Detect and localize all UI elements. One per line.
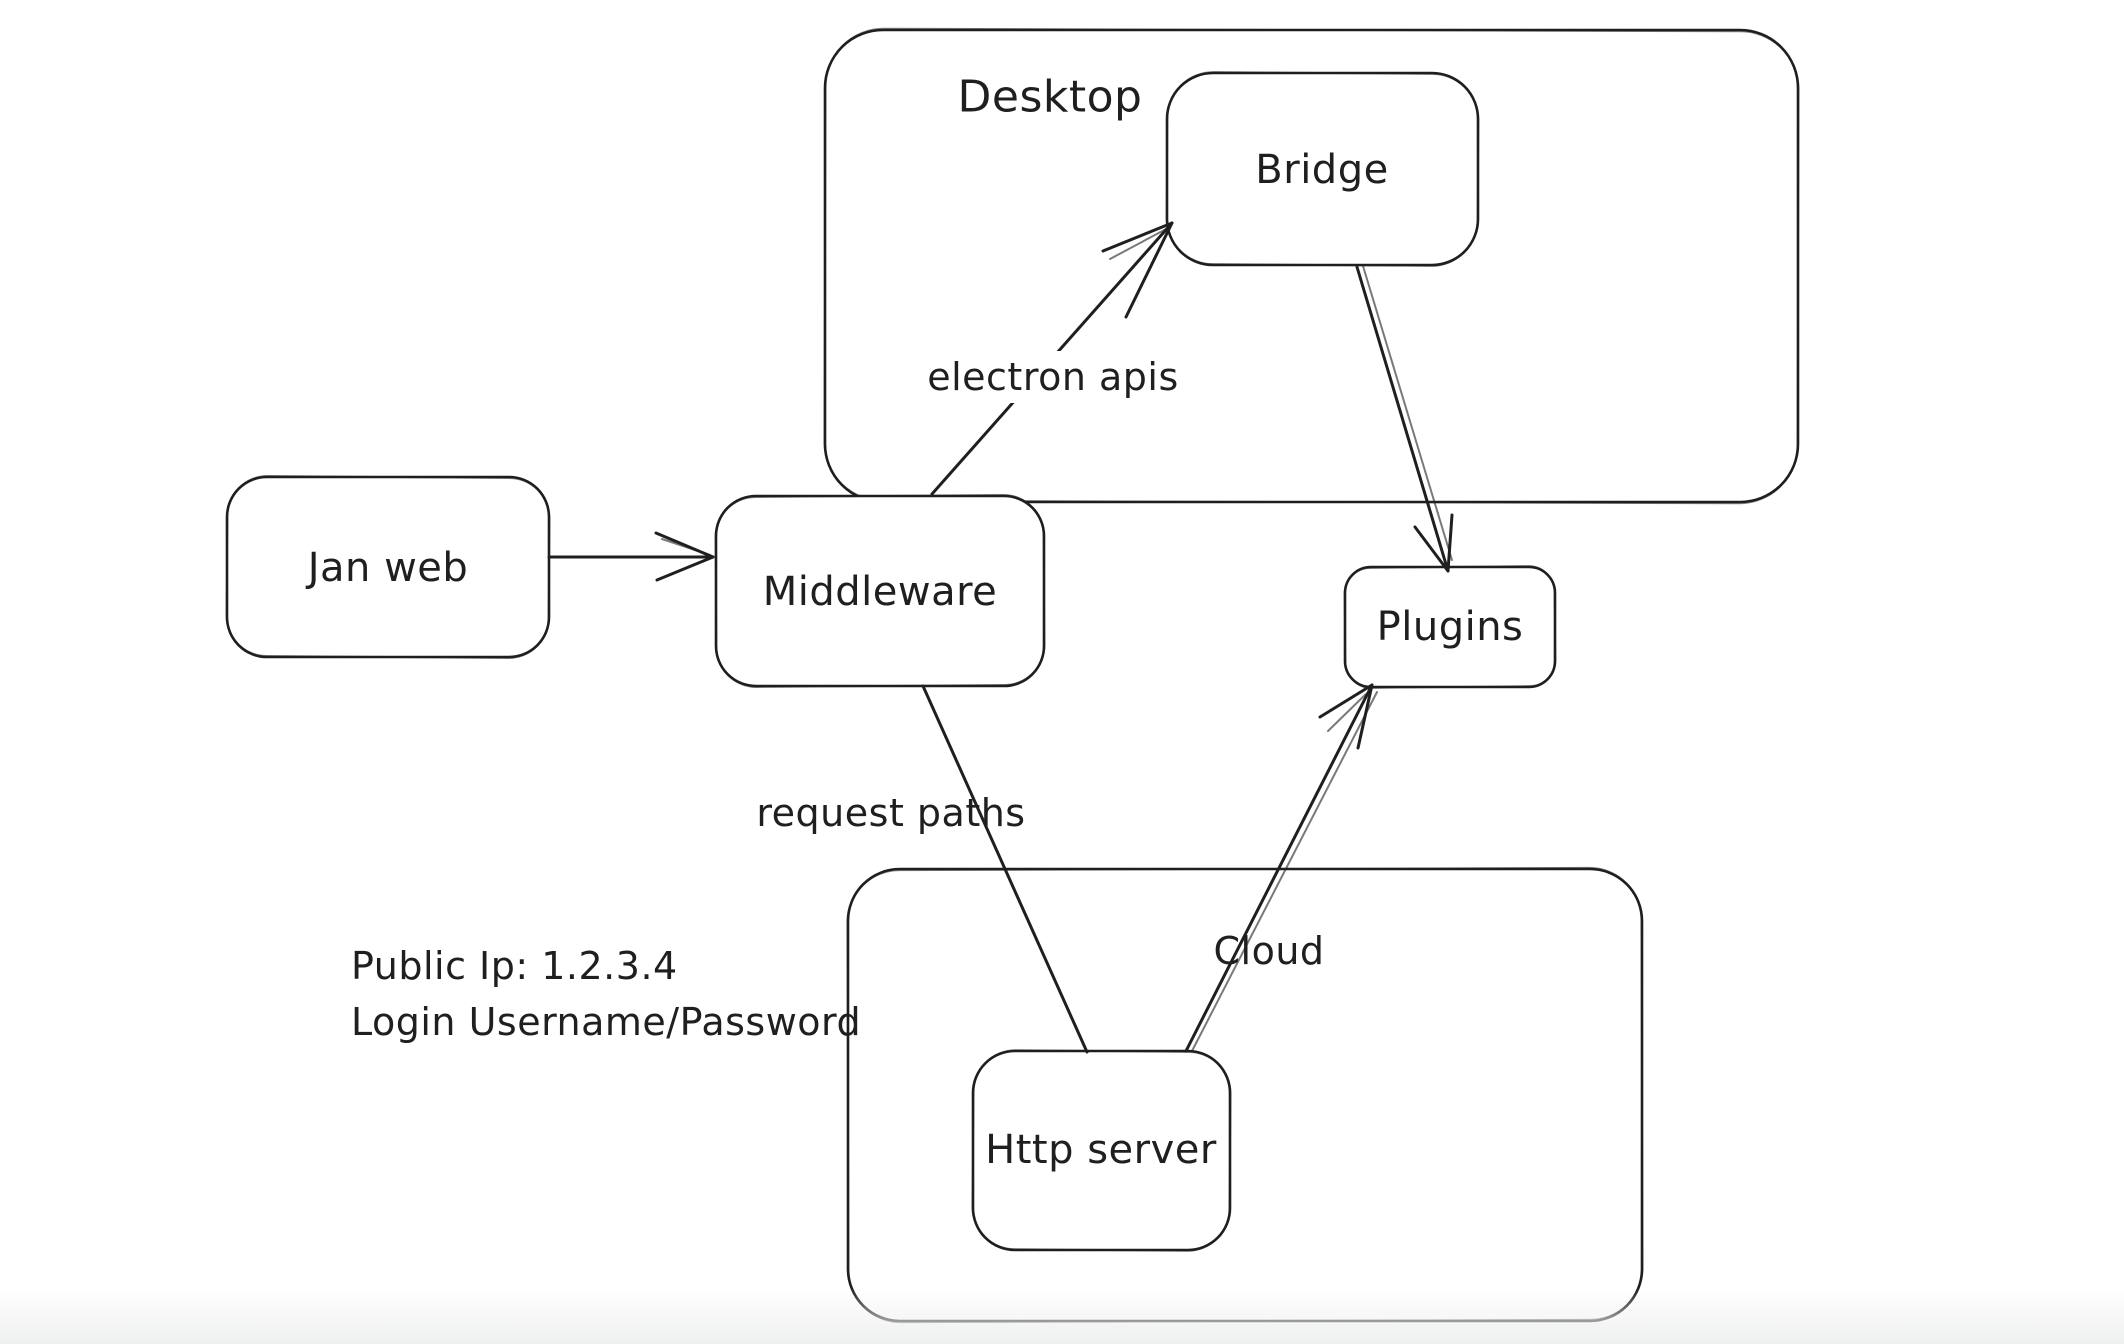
middleware-node[interactable] — [714, 494, 1046, 688]
annotation-line-login[interactable]: Login Username/Password — [351, 1000, 862, 1044]
request-paths-edge-label[interactable]: request paths — [756, 791, 1026, 835]
annotation-line-public-ip[interactable]: Public Ip: 1.2.3.4 — [351, 944, 678, 988]
edge-middleware-to-http-server[interactable] — [921, 684, 1089, 1054]
edge-bridge-to-plugins[interactable] — [1355, 265, 1454, 573]
cloud-container-label[interactable]: Cloud — [1213, 929, 1325, 973]
desktop-container[interactable] — [823, 27, 1800, 505]
jan-web-node[interactable] — [225, 475, 551, 659]
http-server-node[interactable] — [971, 1049, 1232, 1252]
http-server-node-label[interactable]: Http server — [985, 1127, 1217, 1173]
electron-apis-edge-label[interactable]: electron apis — [917, 351, 1189, 403]
annotation-text[interactable]: Public Ip: 1.2.3.4 Login Username/Passwo… — [351, 938, 861, 1050]
plugins-node-label[interactable]: Plugins — [1376, 604, 1524, 650]
middleware-node-label[interactable]: Middleware — [762, 569, 998, 615]
edge-http-server-to-plugins[interactable] — [1184, 683, 1378, 1053]
jan-web-node-label[interactable]: Jan web — [307, 545, 469, 591]
edge-jan-web-to-middleware[interactable] — [547, 531, 715, 582]
bridge-node[interactable] — [1165, 71, 1480, 267]
desktop-container-label[interactable]: Desktop — [957, 71, 1143, 123]
plugins-node[interactable] — [1343, 565, 1557, 689]
bridge-node-label[interactable]: Bridge — [1255, 147, 1389, 193]
